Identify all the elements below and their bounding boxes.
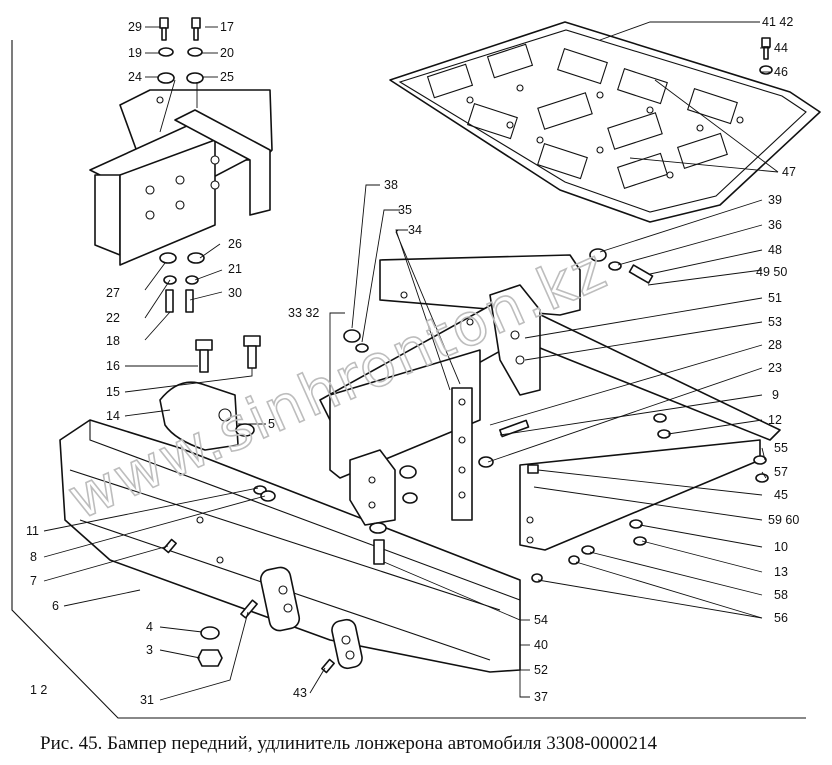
front-bumper xyxy=(59,419,521,674)
callout-25: 25 xyxy=(220,70,234,84)
callout-56: 56 xyxy=(774,611,788,625)
callout-6: 6 xyxy=(52,599,59,613)
figure-caption: Рис. 45. Бампер передний, удлинитель лон… xyxy=(40,733,658,754)
callout-17: 17 xyxy=(220,20,234,34)
callout-23: 23 xyxy=(768,361,782,375)
callout-31: 31 xyxy=(140,693,154,707)
footplate-grating xyxy=(389,21,821,223)
callout-14: 14 xyxy=(106,409,120,423)
callout-40: 40 xyxy=(534,638,548,652)
callout-41-42: 41 42 xyxy=(762,15,793,29)
callout-5: 5 xyxy=(268,417,275,431)
callout-11: 11 xyxy=(26,524,39,538)
callout-55: 55 xyxy=(774,441,788,455)
callout-9: 9 xyxy=(772,388,779,402)
callout-53: 53 xyxy=(768,315,782,329)
callout-3: 3 xyxy=(146,643,153,657)
drawing-frame xyxy=(11,40,806,719)
callout-7: 7 xyxy=(30,574,37,588)
leader-lines xyxy=(43,21,779,701)
callout-28: 28 xyxy=(768,338,782,352)
callout-59-60: 59 60 xyxy=(768,513,799,527)
callout-24: 24 xyxy=(128,70,142,84)
callout-58: 58 xyxy=(774,588,788,602)
callout-47: 47 xyxy=(782,165,796,179)
callout-18: 18 xyxy=(106,334,120,348)
callout-48: 48 xyxy=(768,243,782,257)
callout-26: 26 xyxy=(228,237,242,251)
callout-44: 44 xyxy=(774,41,788,55)
callout-43: 43 xyxy=(293,686,307,700)
callout-46: 46 xyxy=(774,65,788,79)
callout-10: 10 xyxy=(774,540,788,554)
callout-33-32: 33 32 xyxy=(288,306,319,320)
callout-36: 36 xyxy=(768,218,782,232)
callout-51: 51 xyxy=(768,291,782,305)
callout-34: 34 xyxy=(408,223,422,237)
callout-20: 20 xyxy=(220,46,234,60)
callout-29: 29 xyxy=(128,20,142,34)
callout-8: 8 xyxy=(30,550,37,564)
callout-52: 52 xyxy=(534,663,548,677)
callout-30: 30 xyxy=(228,286,242,300)
callout-37: 37 xyxy=(534,690,548,704)
callout-54: 54 xyxy=(534,613,548,627)
callout-49-50: 49 50 xyxy=(756,265,787,279)
callout-labels: 29 17 19 20 24 25 26 27 21 30 22 18 16 1… xyxy=(26,15,799,707)
callout-4: 4 xyxy=(146,620,153,634)
callout-16: 16 xyxy=(106,359,120,373)
upper-bracket-assembly xyxy=(89,17,273,313)
callout-45: 45 xyxy=(774,488,788,502)
callout-27: 27 xyxy=(106,286,120,300)
callout-21: 21 xyxy=(228,262,242,276)
callout-39: 39 xyxy=(768,193,782,207)
frame-rail-extension xyxy=(319,37,781,583)
callout-1-2: 1 2 xyxy=(30,683,47,697)
callout-13: 13 xyxy=(774,565,788,579)
tow-hook-assembly xyxy=(159,335,261,451)
callout-35: 35 xyxy=(398,203,412,217)
callout-12: 12 xyxy=(768,413,782,427)
callout-19: 19 xyxy=(128,46,142,60)
callout-57: 57 xyxy=(774,465,788,479)
callout-38: 38 xyxy=(384,178,398,192)
callout-15: 15 xyxy=(106,385,120,399)
callout-22: 22 xyxy=(106,311,120,325)
